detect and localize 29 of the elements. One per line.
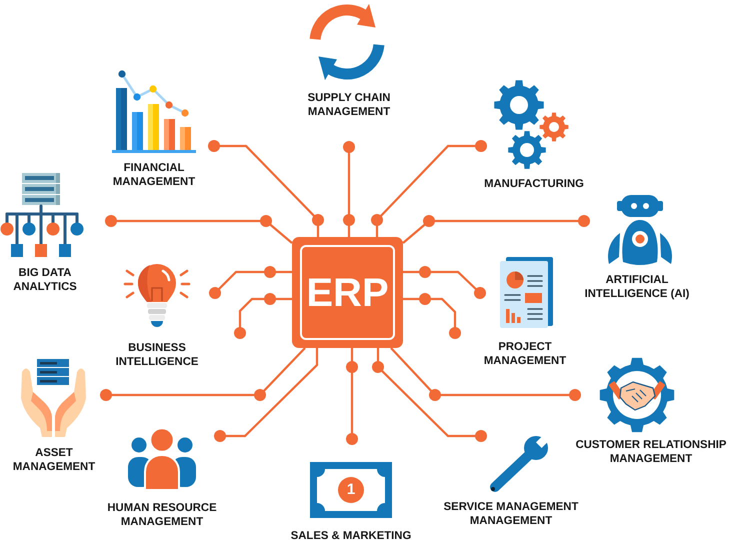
circuit-trace [346,348,358,445]
module-label: SERVICE MANAGEMENT MANAGEMENT [442,500,580,528]
module-label: ASSET MANAGEMENT [12,446,96,474]
module-label: ARTIFICIAL INTELLIGENCE (AI) [584,273,690,301]
module-label: SALES & MARKETING [290,529,412,543]
circuit-trace [214,348,318,442]
circuit-trace [376,140,487,237]
circuit-trace [403,298,461,339]
circuit-trace [209,270,292,299]
circuit-trace [105,215,293,244]
module-label: HUMAN RESOURCE MANAGEMENT [106,501,218,529]
circuit-trace [234,298,292,339]
circuit-trace [390,347,581,401]
coin-numeral: 1 [346,481,356,499]
circuit-trace [376,348,487,442]
module-label: BIG DATA ANALYTICS [12,266,78,294]
processor-chip [292,237,403,348]
module-label: SUPPLY CHAIN MANAGEMENT [306,91,392,119]
module-label: CUSTOMER RELATIONSHIP MANAGEMENT [575,438,727,466]
circuit-trace [343,141,355,237]
module-label: PROJECT MANAGEMENT [482,340,568,368]
circuit-trace [208,140,320,237]
circuit-trace [403,270,486,299]
chip-label: ERP [306,272,389,312]
module-label: FINANCIAL MANAGEMENT [112,161,196,189]
circuit-trace [100,347,306,401]
circuit-trace [402,215,590,244]
module-label: MANUFACTURING [483,177,585,191]
module-label: BUSINESS INTELLIGENCE [114,341,200,369]
